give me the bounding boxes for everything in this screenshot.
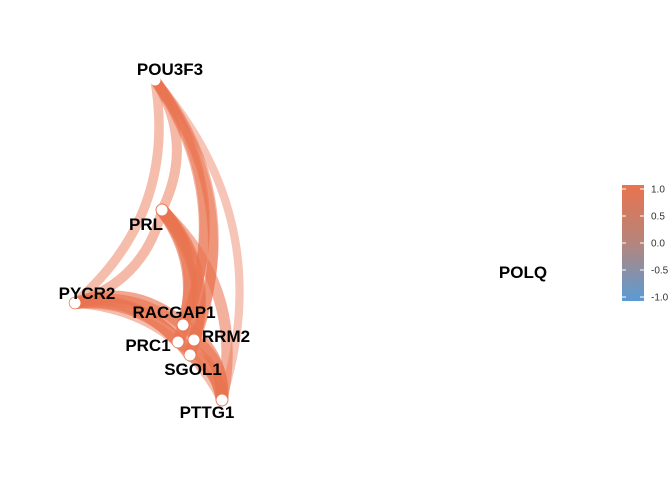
node-label-rrm2: RRM2 [202, 327, 250, 346]
node-label-pttg1: PTTG1 [180, 403, 235, 422]
node-label-pycr2: PYCR2 [59, 284, 116, 303]
node-label-prl: PRL [129, 215, 163, 234]
legend-tick-label: -0.5 [651, 266, 669, 277]
legend-tick-label: -1.0 [651, 293, 669, 304]
node-pttg1 [216, 394, 228, 406]
edge-prl-pttg1 [156, 204, 233, 406]
legend-tick-label: 0.5 [651, 212, 665, 223]
edge-pou3f3-pycr2 [70, 75, 164, 308]
node-label-polq: POLQ [499, 263, 547, 282]
node-label-racgap1: RACGAP1 [132, 303, 215, 322]
node-layer [69, 74, 228, 406]
edge-pou3f3-pttg1 [150, 75, 244, 405]
legend-tick-label: 1.0 [651, 185, 665, 196]
node-pycr2 [69, 297, 81, 309]
legend-colorbar [622, 185, 644, 301]
node-label-pou3f3: POU3F3 [137, 60, 203, 79]
node-label-prc1: PRC1 [125, 336, 170, 355]
color-legend: 1.0 0.5 0.0 -0.5 -1.0 [622, 185, 669, 304]
node-racgap1 [177, 319, 189, 331]
node-label-sgol1: SGOL1 [164, 360, 222, 379]
node-prl [156, 204, 168, 216]
legend-ticks: 1.0 0.5 0.0 -0.5 -1.0 [622, 185, 669, 304]
node-pou3f3 [149, 74, 161, 86]
node-sgol1 [184, 349, 196, 361]
edge-layer [68, 74, 244, 407]
node-prc1 [172, 336, 184, 348]
node-rrm2 [188, 334, 200, 346]
legend-tick-label: 0.0 [651, 239, 665, 250]
